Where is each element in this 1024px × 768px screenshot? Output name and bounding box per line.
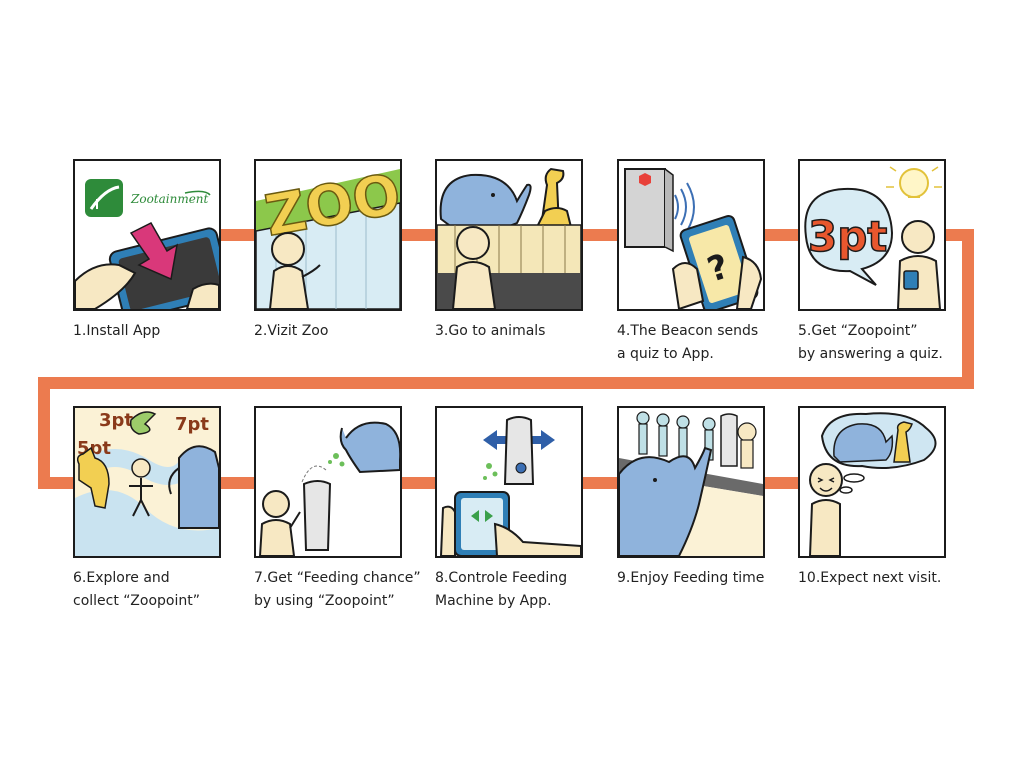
panel-get-zoopoint: 3pt — [798, 159, 946, 311]
feeding-machine-icon — [302, 480, 332, 551]
panel-install-app: Zootainment — [73, 159, 221, 311]
elephant-icon — [339, 421, 400, 474]
elephant-icon — [168, 445, 219, 529]
caption-step-10: 10.Expect next visit. — [798, 567, 983, 590]
feeding-machine-icon — [720, 413, 738, 467]
caption-line: 4.The Beacon sends — [617, 323, 759, 339]
person-icon — [258, 490, 301, 556]
panel-feeding-chance — [254, 406, 402, 558]
caption-line: collect “Zoopoint” — [73, 593, 200, 609]
elephant-icon — [439, 173, 532, 233]
panel-beacon-quiz: ? — [617, 159, 765, 311]
panel-explore: 3pt 7pt 5pt — [73, 406, 221, 558]
signal-waves-icon — [674, 182, 695, 232]
elephant-icon — [619, 446, 713, 556]
crowd-icon — [636, 411, 757, 469]
caption-line: 10.Expect next visit. — [798, 570, 942, 586]
caption-line: 3.Go to animals — [435, 323, 546, 339]
person-icon — [808, 463, 843, 556]
caption-step-9: 9.Enjoy Feeding time — [617, 567, 802, 590]
person-icon — [451, 226, 497, 309]
caption-line: 6.Explore and — [73, 570, 170, 586]
person-icon — [268, 232, 321, 309]
caption-line: by using “Zoopoint” — [254, 593, 395, 609]
caption-line: 2.Vizit Zoo — [254, 323, 329, 339]
cat-icon — [76, 446, 110, 509]
caption-step-6: 6.Explore and collect “Zoopoint” — [73, 567, 258, 613]
person-icon — [896, 220, 942, 309]
hand-icon — [75, 263, 219, 309]
caption-line: by answering a quiz. — [798, 346, 943, 362]
panel-visit-zoo: ZOO — [254, 159, 402, 311]
caption-line: 7.Get “Feeding chance” — [254, 570, 421, 586]
panel-expect-next-visit — [798, 406, 946, 558]
bird-icon — [129, 411, 157, 435]
caption-line: 9.Enjoy Feeding time — [617, 570, 765, 586]
caption-step-5: 5.Get “Zoopoint” by answering a quiz. — [798, 320, 983, 366]
caption-step-7: 7.Get “Feeding chance” by using “Zoopoint… — [254, 567, 439, 613]
panel-control-machine — [435, 406, 583, 558]
points-text: 3pt — [808, 212, 887, 261]
caption-step-2: 2.Vizit Zoo — [254, 320, 439, 343]
app-logo-icon — [85, 179, 123, 217]
caption-line: 1.Install App — [73, 323, 161, 339]
giraffe-icon — [893, 421, 913, 463]
beacon-icon — [624, 168, 674, 253]
caption-step-4: 4.The Beacon sends a quiz to App. — [617, 320, 802, 366]
lightbulb-icon — [886, 166, 942, 198]
feeding-machine-icon — [503, 416, 535, 485]
caption-line: 8.Controle Feeding — [435, 570, 568, 586]
elephant-icon — [833, 423, 894, 463]
left-right-arrow-icon — [483, 430, 555, 450]
point-label-7pt: 7pt — [175, 414, 209, 435]
panel-feeding-time — [617, 406, 765, 558]
caption-step-1: 1.Install App — [73, 320, 258, 343]
caption-line: a quiz to App. — [617, 346, 714, 362]
caption-step-3: 3.Go to animals — [435, 320, 620, 343]
giraffe-icon — [535, 167, 573, 228]
app-name-text: Zootainment — [130, 192, 209, 206]
point-label-3pt: 3pt — [99, 410, 133, 431]
person-icon — [129, 458, 153, 517]
hand-icon — [439, 505, 581, 556]
speech-bubble-icon — [804, 187, 894, 286]
caption-line: 5.Get “Zoopoint” — [798, 323, 918, 339]
panel-go-to-animals — [435, 159, 583, 311]
download-arrow-icon — [129, 222, 179, 281]
caption-line: Machine by App. — [435, 593, 552, 609]
